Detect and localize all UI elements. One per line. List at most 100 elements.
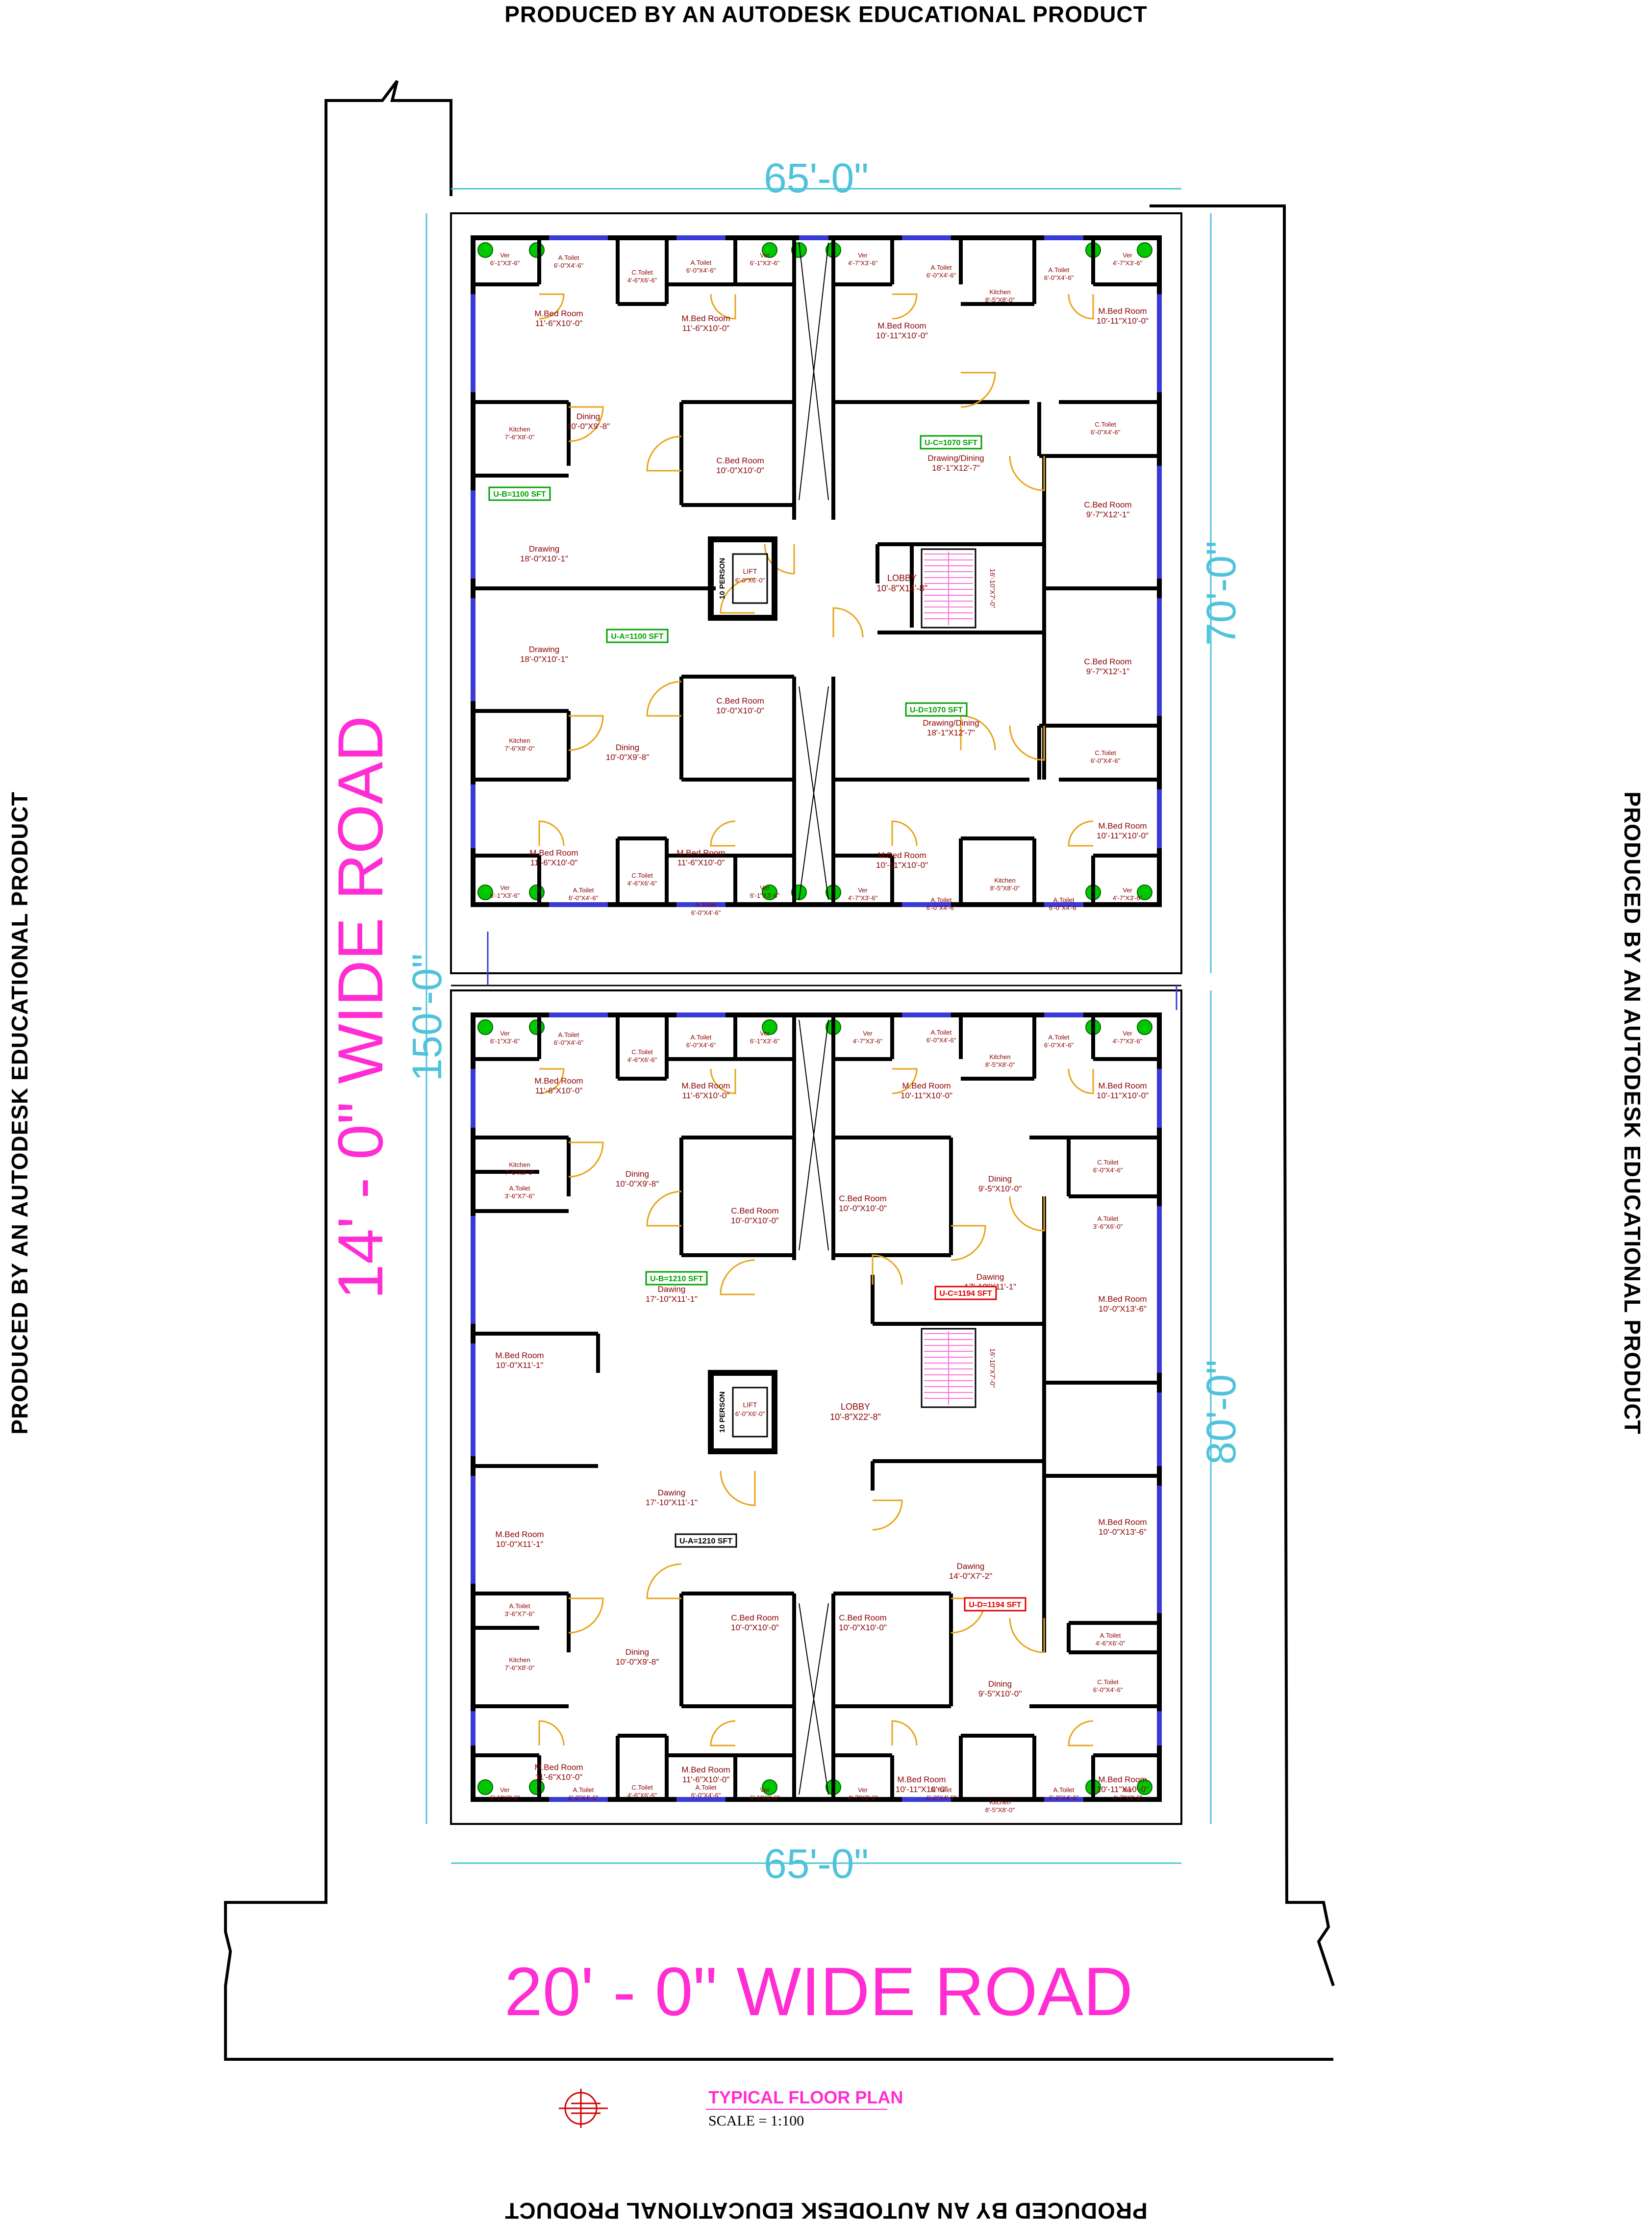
room-size: 6'-0"X4'-6": [569, 894, 599, 902]
room-name: M.Bed Room: [1098, 1518, 1147, 1527]
room-name: Dining: [626, 1169, 649, 1179]
room-size: 4'-6"X6'-6": [627, 1056, 657, 1063]
room-name: C.Bed Room: [839, 1194, 886, 1203]
room-name: Kitchen: [989, 1053, 1010, 1061]
stair-size: 16'-10"X7'-0": [989, 569, 997, 608]
room-size: 11'-6"X10'-0": [535, 319, 583, 328]
room-size: 10'-0"X9'-8": [606, 753, 650, 762]
room-size: 11'-6"X10'-0": [535, 1086, 583, 1095]
room-name: M.Bed Room: [529, 848, 578, 858]
room-name: A.Toilet: [1053, 1786, 1075, 1794]
door-swing: [710, 1720, 736, 1746]
dim-upper-depth: 70'-0": [1198, 541, 1244, 646]
unit-label: U-B=1100 SFT: [493, 490, 546, 499]
room-name: Kitchen: [509, 426, 530, 433]
lift-size: 6'-0"X6'-0": [735, 577, 765, 584]
dim-lower-depth: 80'-0": [1198, 1360, 1244, 1465]
room-name: M.Bed Room: [676, 848, 725, 858]
room-name: C.Bed Room: [716, 456, 764, 465]
room-name: M.Bed Room: [902, 1081, 951, 1090]
door-swing: [891, 1720, 918, 1746]
room-size: 17'-10"X11'-1": [646, 1498, 698, 1507]
room-size: 11'-6"X10'-0": [677, 858, 725, 867]
fixture-icon: [762, 885, 777, 900]
room-name: A.Toilet: [1049, 266, 1070, 274]
room-name: Kitchen: [994, 877, 1015, 884]
room-name: Kitchen: [509, 737, 530, 744]
room-name: Ver: [1123, 1030, 1132, 1037]
room-size: 7'-6"X8'-0": [505, 745, 535, 752]
door-swing: [1068, 820, 1094, 847]
shaft-cross: [799, 242, 829, 501]
room-size: 8'-5"X8'-0": [985, 1806, 1015, 1814]
door-swing: [960, 372, 996, 408]
unit-label: U-C=1194 SFT: [939, 1290, 992, 1298]
door-swing: [568, 406, 604, 442]
unit-label: U-A=1100 SFT: [611, 632, 663, 641]
room-name: M.Bed Room: [681, 1081, 730, 1090]
room-size: 4'-7"X3'-6": [848, 894, 878, 902]
door-swing: [539, 293, 565, 320]
door-swing: [832, 607, 864, 638]
unit-label: U-D=1070 SFT: [910, 706, 963, 714]
room-size: 17'-10"X11'-1": [646, 1294, 698, 1304]
room-size: 9'-7"X12'-1": [1086, 667, 1130, 676]
door-swing: [1009, 725, 1045, 761]
room-name: A.Toilet: [509, 1185, 530, 1192]
room-name: A.Toilet: [931, 264, 952, 271]
room-name: A.Toilet: [696, 901, 717, 909]
stair-well: [921, 1328, 976, 1408]
room-name: C.Toilet: [1097, 1678, 1119, 1686]
fixture-icon: [529, 1019, 545, 1035]
room-size: 6'-0"X4'-6": [1049, 1794, 1079, 1801]
fixture-icon: [529, 1779, 545, 1795]
room-name: M.Bed Room: [534, 1763, 583, 1772]
room-name: A.Toilet: [931, 1029, 952, 1036]
room-name: M.Bed Room: [534, 309, 583, 318]
room-size: 18'-0"X10'-1": [520, 554, 568, 563]
room-size: 6'-1"X3'-6": [750, 259, 780, 267]
room-size: 6'-0"X4'-6": [554, 1039, 584, 1046]
room-name: C.Toilet: [631, 1048, 653, 1056]
room-size: 4'-6"X6'-0": [1096, 1640, 1126, 1647]
room-name: LOBBY: [887, 573, 917, 583]
room-size: 6'-1"X3'-6": [490, 259, 520, 267]
room-size: 10'-0"X10'-0": [731, 1623, 779, 1632]
room-name: A.Toilet: [1098, 1215, 1119, 1222]
room-name: A.Toilet: [573, 1786, 594, 1794]
dim-top-width: 65'-0": [764, 155, 869, 201]
fixture-icon: [762, 242, 777, 258]
room-size: 10'-11"X10'-0": [1097, 316, 1149, 326]
room-name: Ver: [760, 252, 770, 259]
room-name: M.Bed Room: [534, 1076, 583, 1086]
room-size: 10'-8"X22'-8": [830, 1412, 881, 1422]
unit-badge: [905, 702, 968, 717]
room-name: C.Bed Room: [716, 696, 764, 706]
room-name: Ver: [760, 1786, 770, 1794]
room-size: 10'-0"X10'-0": [731, 1216, 779, 1225]
room-name: C.Toilet: [1095, 421, 1116, 428]
room-name: A.Toilet: [509, 1602, 530, 1610]
room-size: 7'-6"X8'-0": [505, 1169, 535, 1176]
door-swing: [538, 820, 565, 846]
room-size: 10'-11"X10'-0": [876, 860, 928, 870]
room-size: 6'-0"X4'-6": [554, 262, 584, 269]
room-name: A.Toilet: [1049, 1034, 1070, 1041]
door-swing: [892, 1068, 918, 1094]
room-name: A.Toilet: [1053, 896, 1075, 904]
room-size: 4'-7"X3'-6": [853, 1037, 883, 1045]
fixture-icon: [529, 242, 545, 258]
door-swing: [720, 1470, 756, 1506]
room-size: 9'-5"X10'-0": [978, 1184, 1022, 1193]
shaft-cross: [799, 1019, 829, 1251]
shaft-cross: [799, 1603, 829, 1795]
room-name: Dawing: [658, 1488, 686, 1497]
room-name: M.Bed Room: [1098, 1294, 1147, 1304]
unit-badge: [488, 486, 551, 501]
outer-wall: [471, 235, 1162, 907]
door-swing: [568, 715, 604, 751]
room-name: Drawing: [529, 544, 559, 554]
room-size: 10'-11"X10'-0": [896, 1785, 948, 1794]
fixture-icon: [1137, 1779, 1152, 1795]
